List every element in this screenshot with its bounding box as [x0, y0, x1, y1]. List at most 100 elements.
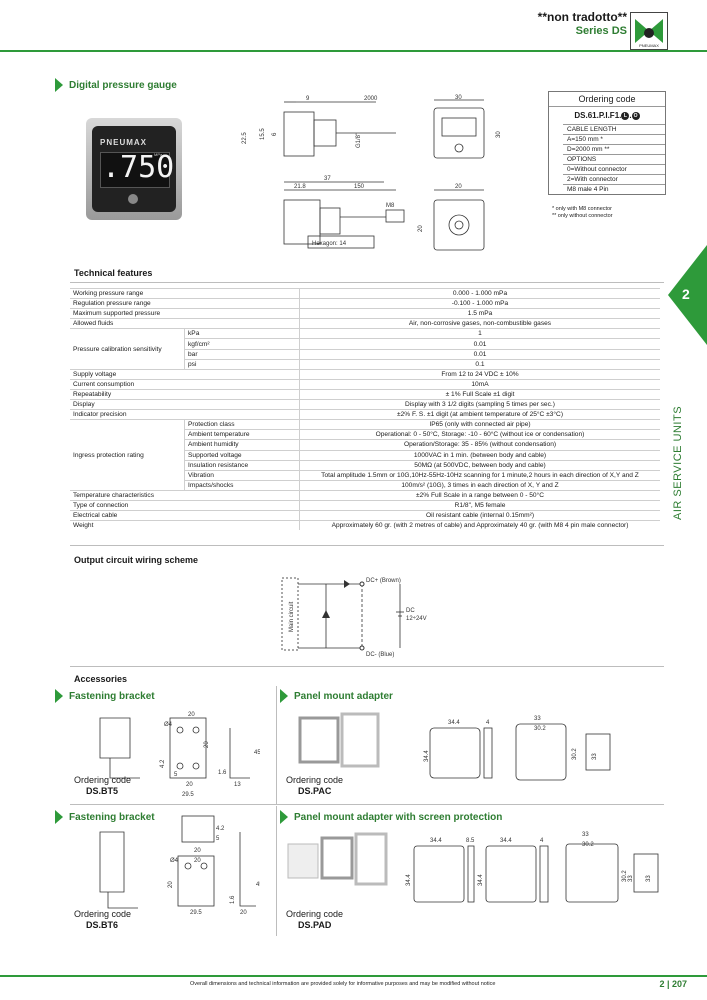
o-marker-icon: O: [631, 111, 640, 120]
header-title: **non tradotto**: [537, 10, 627, 24]
pac-ordering-label: Ordering code: [286, 775, 344, 785]
svg-text:34.4: 34.4: [500, 838, 512, 844]
ordering-code: DS.61.P.I.F1.L.O: [549, 107, 665, 124]
accessories-title: Accessories: [74, 674, 128, 684]
svg-text:4.2: 4.2: [216, 826, 225, 832]
svg-text:20: 20: [240, 910, 247, 916]
svg-text:34.4: 34.4: [478, 874, 484, 886]
svg-text:33: 33: [628, 875, 634, 882]
section-arrow-icon: [280, 810, 288, 824]
l-marker-icon: L: [621, 111, 630, 120]
table-row: Regulation pressure range-0.100 - 1.000 …: [70, 298, 660, 309]
svg-text:30: 30: [496, 131, 502, 138]
section-arrow-icon: [55, 689, 63, 703]
svg-text:12÷24V: 12÷24V: [406, 616, 427, 622]
svg-text:9: 9: [306, 96, 310, 102]
svg-text:1.6: 1.6: [218, 770, 227, 776]
svg-text:45: 45: [256, 882, 260, 888]
svg-text:4: 4: [540, 838, 544, 844]
gauge-drawing: 9 2000 22.5 15.5 6 G1/8" 30 30 37 21.8 1…: [242, 95, 502, 251]
svg-text:2000: 2000: [364, 96, 378, 102]
svg-text:30.2: 30.2: [572, 748, 578, 760]
table-row: Repeatability± 1% Full Scale ±1 digit: [70, 388, 660, 400]
bracket-bt5-header: Fastening bracket: [55, 689, 155, 703]
svg-text:29.5: 29.5: [190, 910, 202, 916]
bracket-bt6-drawing: 4.2 20 5 20 20 45 1.6 29.5 20 Ø4: [99, 815, 260, 916]
bt6-ordering-code: DS.BT6: [86, 920, 119, 930]
panel-pac-header: Panel mount adapter: [280, 689, 393, 703]
bracket-bt6-header: Fastening bracket: [55, 810, 155, 824]
svg-text:21.8: 21.8: [294, 184, 306, 190]
svg-text:6: 6: [272, 132, 278, 136]
page-number: 2 | 207: [659, 979, 687, 989]
section-arrow-icon: [280, 689, 288, 703]
pad-ordering-label: Ordering code: [286, 909, 344, 919]
section-arrow-icon: [55, 810, 63, 824]
svg-text:33: 33: [646, 875, 652, 882]
svg-text:45: 45: [254, 750, 260, 756]
svg-text:DC+ (Brown): DC+ (Brown): [366, 578, 401, 584]
bracket-bt5-drawing: 20 20 45 4.2 5 20 1.6 13 29.5 Ø4: [99, 712, 260, 798]
gauge-photo: PNEUMAX .750 MPa: [86, 118, 182, 220]
pac-ordering-code: DS.PAC: [298, 786, 332, 796]
panel-pad-drawing: 34.4 8.5 34.4 4 33 30.2 34.4 34.4 30.2 3…: [287, 832, 659, 903]
svg-text:22.5: 22.5: [242, 132, 248, 144]
ordering-row: 2=With connector: [563, 174, 665, 184]
svg-text:150: 150: [354, 184, 365, 190]
svg-text:Ø4: Ø4: [170, 858, 179, 864]
header-rule: [0, 50, 707, 52]
chapter-label: AIR SERVICE UNITS: [672, 405, 684, 520]
svg-text:13: 13: [234, 782, 241, 788]
table-row: Indicator precision±2% F. S. ±1 digit (a…: [70, 409, 660, 420]
svg-text:20: 20: [168, 881, 174, 888]
svg-text:33: 33: [592, 753, 598, 760]
gauge-display-value: .750: [102, 150, 175, 185]
svg-text:30.2: 30.2: [622, 870, 628, 882]
svg-text:Hexagon: 14: Hexagon: 14: [312, 241, 347, 247]
svg-text:34.4: 34.4: [430, 838, 442, 844]
bt5-ordering-label: Ordering code: [74, 775, 132, 785]
bt5-ordering-code: DS.BT5: [86, 786, 119, 796]
svg-text:20: 20: [188, 712, 195, 718]
wiring-diagram: Main circuit DC+ (Brown) DC- (Blue) DC 1…: [281, 577, 427, 658]
ordering-code-box: Ordering code DS.61.P.I.F1.L.O CABLE LEN…: [548, 91, 666, 195]
footer-rule: [0, 975, 707, 977]
svg-text:15.5: 15.5: [260, 128, 266, 140]
svg-text:20: 20: [204, 741, 210, 748]
ordering-row: A=150 mm *: [563, 134, 665, 144]
svg-text:34.4: 34.4: [448, 720, 460, 726]
section-arrow-icon: [55, 78, 63, 92]
svg-text:4.2: 4.2: [160, 759, 166, 768]
svg-text:1.6: 1.6: [230, 895, 236, 904]
pad-ordering-code: DS.PAD: [298, 920, 332, 930]
wiring-title: Output circuit wiring scheme: [74, 555, 199, 565]
header-series: Series DS: [575, 25, 627, 37]
svg-text:37: 37: [324, 176, 331, 182]
product-title: Digital pressure gauge: [69, 79, 177, 91]
ordering-row: D=2000 mm **: [563, 144, 665, 154]
svg-text:20: 20: [194, 848, 201, 854]
ordering-row: M8 male 4 Pin: [563, 184, 665, 194]
svg-text:30: 30: [455, 95, 462, 101]
svg-text:4: 4: [486, 720, 490, 726]
svg-text:5: 5: [216, 836, 220, 842]
svg-text:M8: M8: [386, 203, 395, 209]
svg-text:DC- (Blue): DC- (Blue): [366, 652, 394, 658]
ordering-row: CABLE LENGTH: [563, 124, 665, 134]
svg-text:20: 20: [455, 184, 462, 190]
footer-note: Overall dimensions and technical informa…: [190, 981, 496, 987]
